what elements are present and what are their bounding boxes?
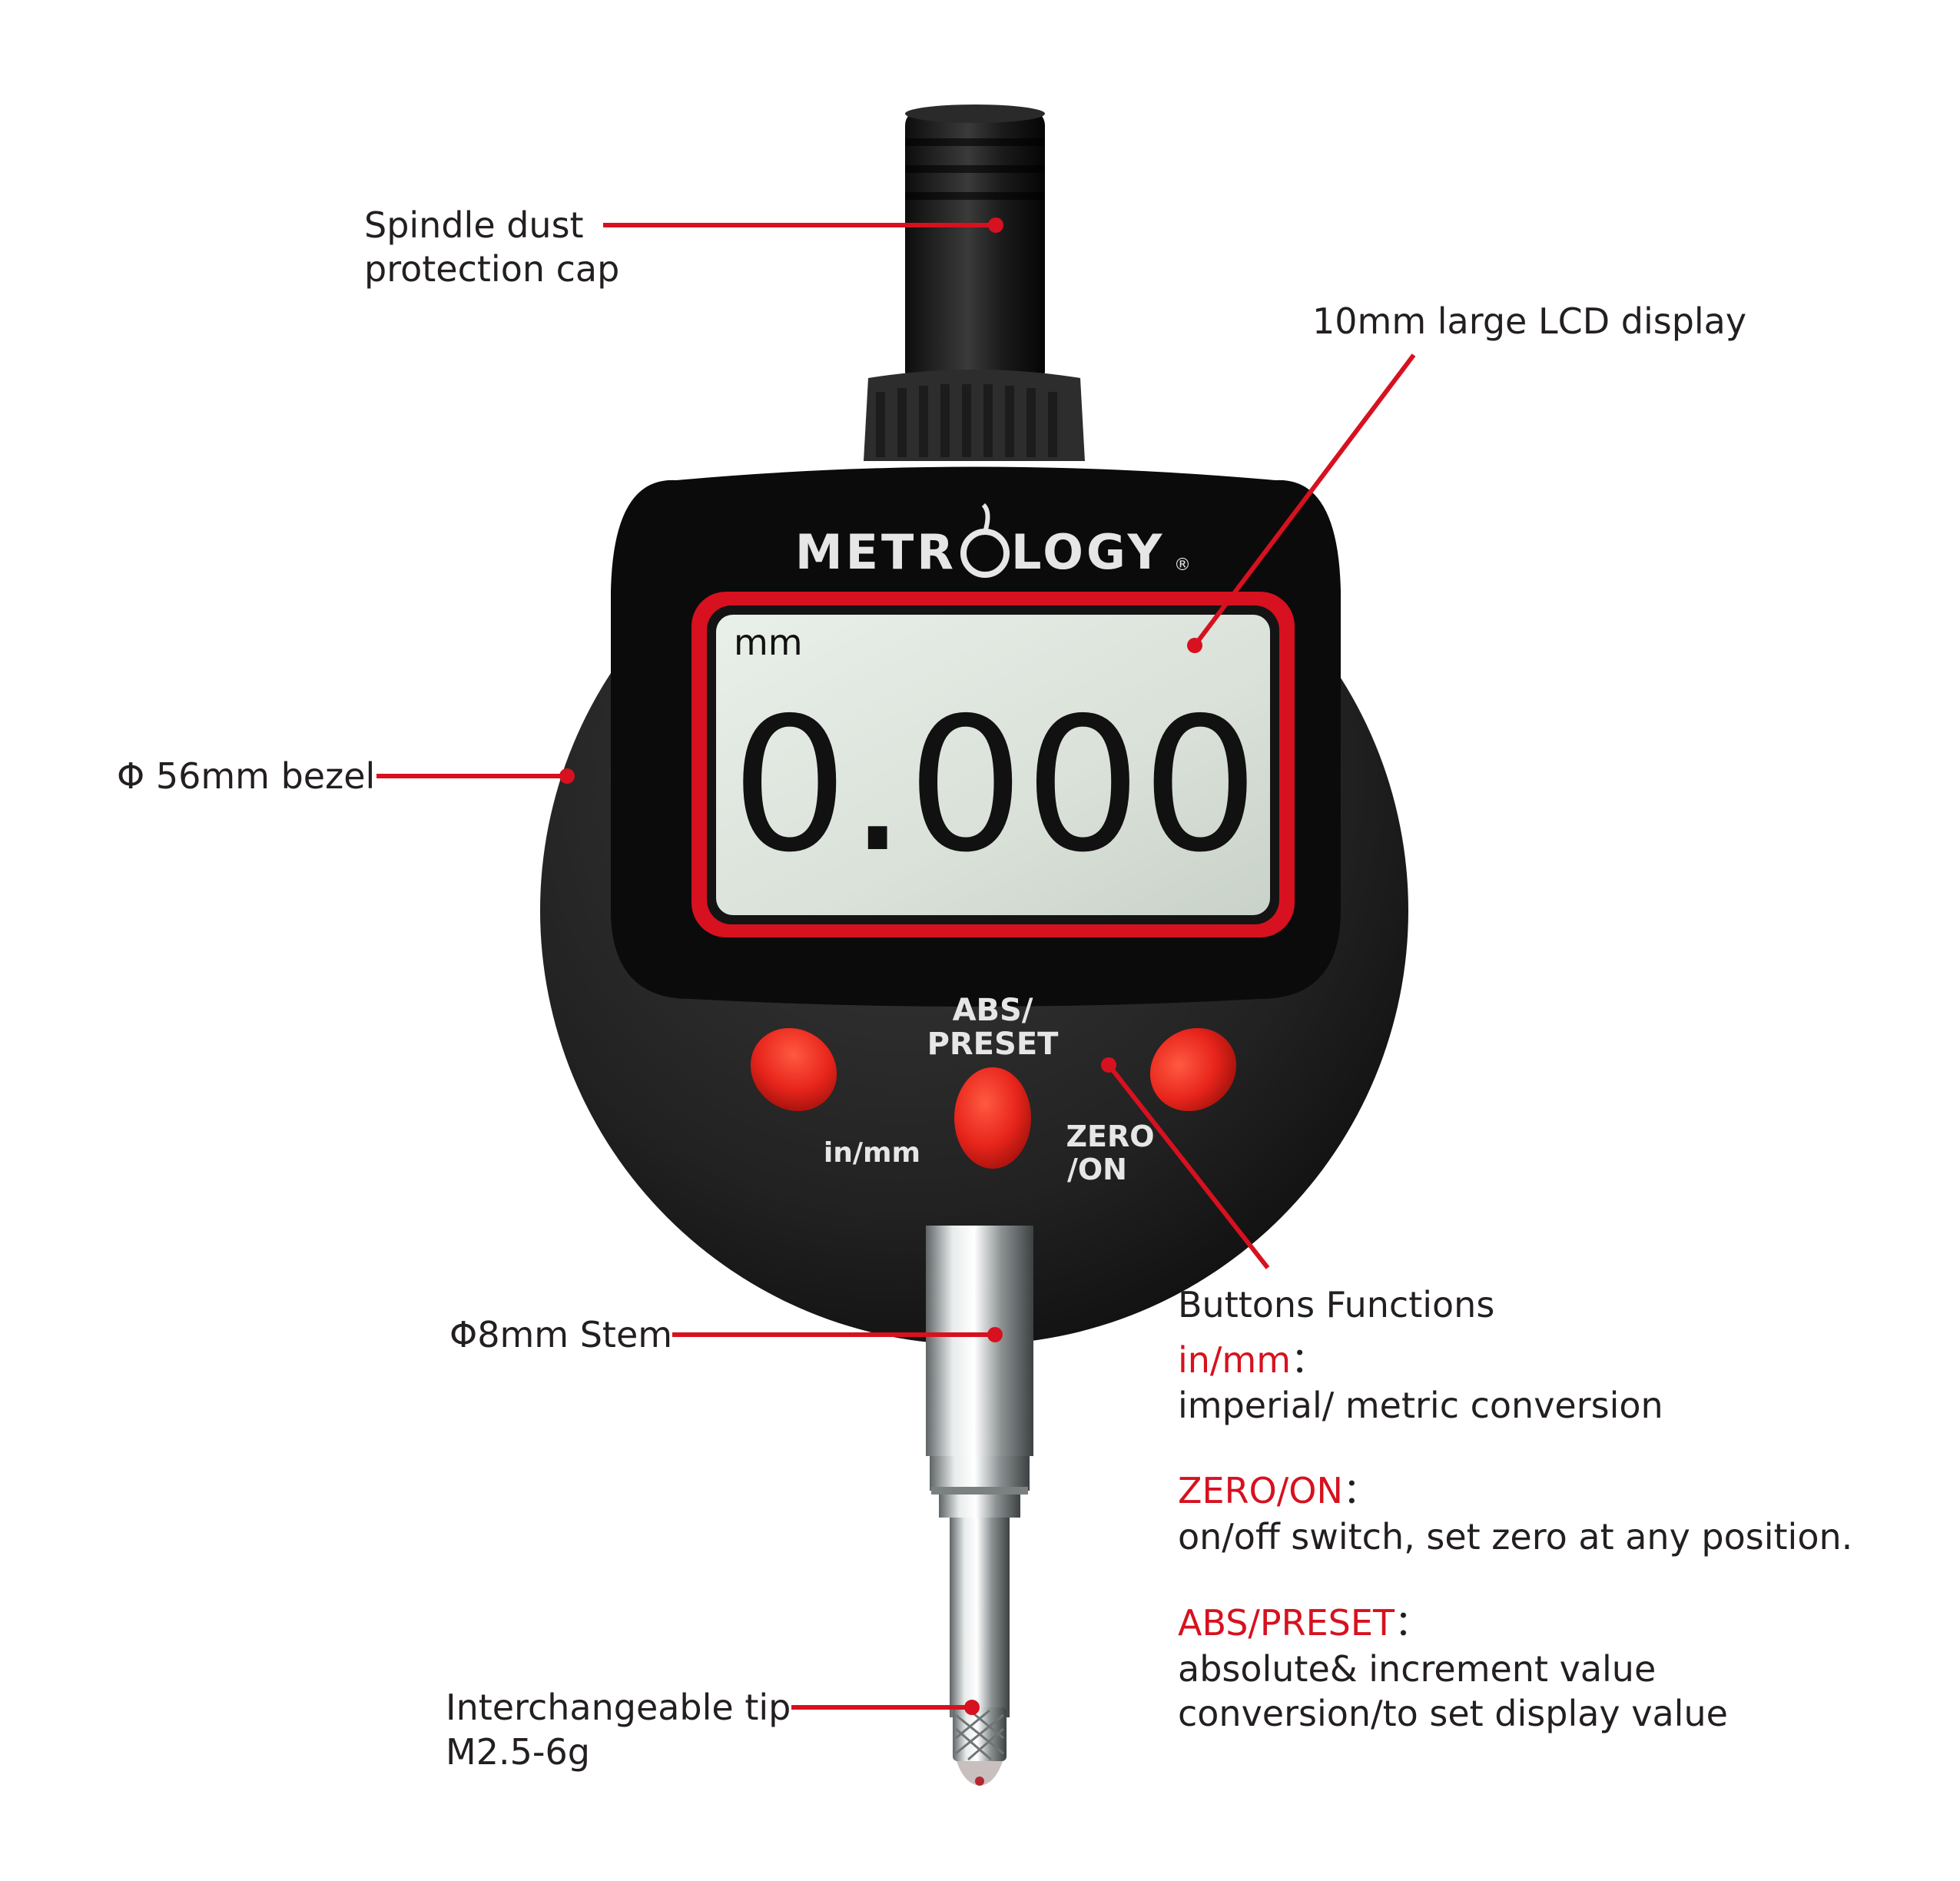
function-abs-desc-line1: absolute& increment value	[1178, 1648, 1657, 1690]
function-zero-name: ZERO/ON	[1178, 1470, 1343, 1511]
stem-callout: Φ8mm Stem	[449, 1314, 673, 1355]
cap-callout-line2: protection cap	[364, 248, 620, 290]
function-zero-desc: on/off switch, set zero at any position.	[1178, 1516, 1853, 1558]
functions-title: Buttons Functions	[1178, 1284, 1495, 1325]
interchangeable-tip	[953, 1707, 1007, 1786]
leader-lines	[376, 217, 1416, 1715]
lcd-display	[691, 592, 1295, 937]
lcd-callout: 10mm large LCD display	[1312, 300, 1747, 342]
lcd-reading: 0.000	[731, 678, 1259, 893]
cap-callout-line1: Spindle dust	[364, 204, 584, 246]
function-abs-name: ABS/PRESET	[1178, 1602, 1395, 1644]
zero-label-line1: ZERO	[1066, 1120, 1154, 1153]
function-abs-sep: ：	[1395, 1602, 1431, 1644]
spindle-dust-cap	[905, 104, 1045, 386]
function-inmm-desc: imperial/ metric conversion	[1178, 1385, 1663, 1426]
lcd-unit: mm	[734, 622, 803, 663]
function-inmm-name: in/mm	[1178, 1339, 1292, 1381]
in-mm-button[interactable]	[735, 1011, 854, 1128]
brand-logo-right: LOGY	[1011, 524, 1165, 580]
abs-label-line1: ABS/	[953, 993, 1033, 1028]
zero-on-button[interactable]	[1134, 1011, 1253, 1128]
brand-registered-mark: ®	[1174, 556, 1191, 575]
in-mm-label: in/mm	[824, 1137, 920, 1169]
tip-callout-line2: M2.5-6g	[446, 1731, 590, 1773]
function-inmm-sep: ：	[1291, 1339, 1327, 1381]
stem	[926, 1226, 1033, 1717]
function-inmm: in/mm：	[1178, 1337, 1326, 1383]
function-abs-desc-line2: conversion/to set display value	[1178, 1693, 1728, 1734]
tip-callout-line1: Interchangeable tip	[446, 1687, 791, 1728]
function-zero: ZERO/ON：	[1178, 1468, 1378, 1514]
abs-label-line2: PRESET	[927, 1027, 1060, 1062]
brand-logo-left: METR	[795, 524, 957, 580]
bezel-callout: Φ 56mm bezel	[117, 755, 376, 797]
zero-label-line2: /ON	[1067, 1153, 1127, 1186]
function-abs: ABS/PRESET：	[1178, 1600, 1430, 1646]
function-zero-sep: ：	[1342, 1470, 1378, 1511]
brand-logo-mark-icon	[960, 503, 1010, 578]
abs-preset-button[interactable]	[954, 1067, 1031, 1169]
